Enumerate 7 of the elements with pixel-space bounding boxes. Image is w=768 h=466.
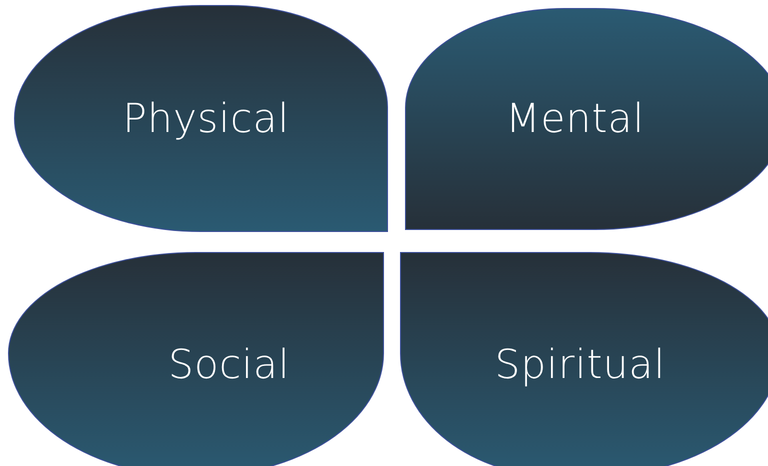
petal-label: Physical bbox=[122, 96, 290, 142]
petal-shape bbox=[405, 8, 768, 230]
petal-label: Mental bbox=[506, 96, 644, 142]
petal-shape bbox=[8, 252, 384, 466]
petal-shape bbox=[400, 252, 768, 466]
petal-label: Social bbox=[168, 342, 290, 388]
petal-label: Spiritual bbox=[494, 342, 666, 388]
